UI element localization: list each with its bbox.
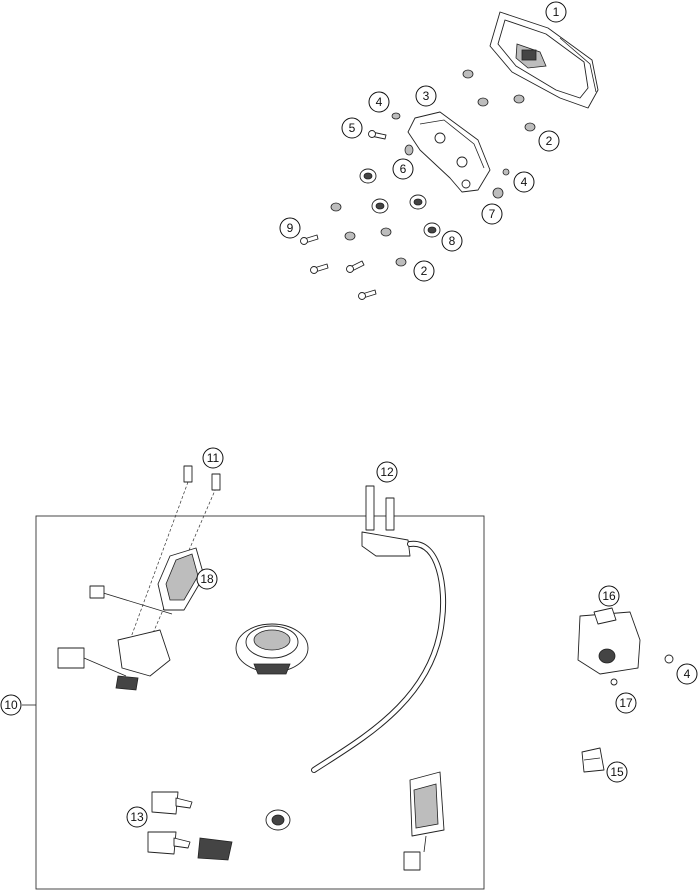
callout-9: 9 — [279, 217, 301, 239]
callout-16-label: 16 — [602, 589, 616, 603]
instrument-cluster — [489, 11, 599, 109]
keys — [147, 791, 233, 861]
callout-4-right: 4 — [513, 171, 535, 193]
callout-10: 10 — [0, 694, 22, 716]
immobilizer-cable — [265, 485, 447, 831]
callout-2-upper: 2 — [538, 130, 560, 152]
callout-4-right-label: 4 — [521, 175, 528, 189]
callout-2-lower: 2 — [413, 260, 435, 282]
callout-17-label: 17 — [619, 696, 633, 710]
callout-1: 1 — [545, 1, 567, 23]
callout-5-label: 5 — [349, 121, 356, 135]
connector-plug — [403, 771, 445, 871]
callout-13-label: 13 — [130, 810, 144, 824]
callout-10-label: 10 — [4, 698, 18, 712]
ignition-lock — [57, 465, 221, 691]
callout-7: 7 — [481, 203, 503, 225]
callout-13: 13 — [126, 806, 148, 828]
callout-8-label: 8 — [449, 234, 456, 248]
side-housing — [577, 607, 674, 686]
callout-3: 3 — [415, 85, 437, 107]
callout-4-left: 4 — [368, 91, 390, 113]
instrument-bracket — [407, 111, 491, 193]
callout-15-label: 15 — [610, 765, 624, 779]
callout-8: 8 — [441, 230, 463, 252]
callout-11: 11 — [202, 447, 224, 469]
small-clip — [581, 747, 605, 773]
callout-2-upper-label: 2 — [546, 134, 553, 148]
grommets-and-bushings — [330, 69, 536, 267]
callout-4-left-label: 4 — [376, 95, 383, 109]
ignition-kit-frame — [35, 515, 485, 890]
callout-2-lower-label: 2 — [421, 264, 428, 278]
callout-16: 16 — [598, 585, 620, 607]
callout-11-label: 11 — [207, 451, 220, 465]
callout-9-label: 9 — [287, 221, 294, 235]
callout-18: 18 — [196, 568, 218, 590]
fuel-cap — [235, 623, 309, 675]
callout-1-label: 1 — [553, 5, 560, 19]
callout-7-label: 7 — [489, 207, 496, 221]
callout-18-label: 18 — [200, 572, 214, 586]
callout-3-label: 3 — [423, 89, 430, 103]
callout-17: 17 — [615, 692, 637, 714]
callout-6-label: 6 — [400, 162, 407, 176]
screws-upper — [300, 130, 387, 300]
callout-12-label: 12 — [380, 465, 394, 479]
callout-4-side: 4 — [676, 663, 698, 685]
callout-5: 5 — [341, 117, 363, 139]
callout-12: 12 — [376, 461, 398, 483]
callout-6: 6 — [392, 158, 414, 180]
callout-4-side-label: 4 — [684, 667, 691, 681]
callout-15: 15 — [606, 761, 628, 783]
